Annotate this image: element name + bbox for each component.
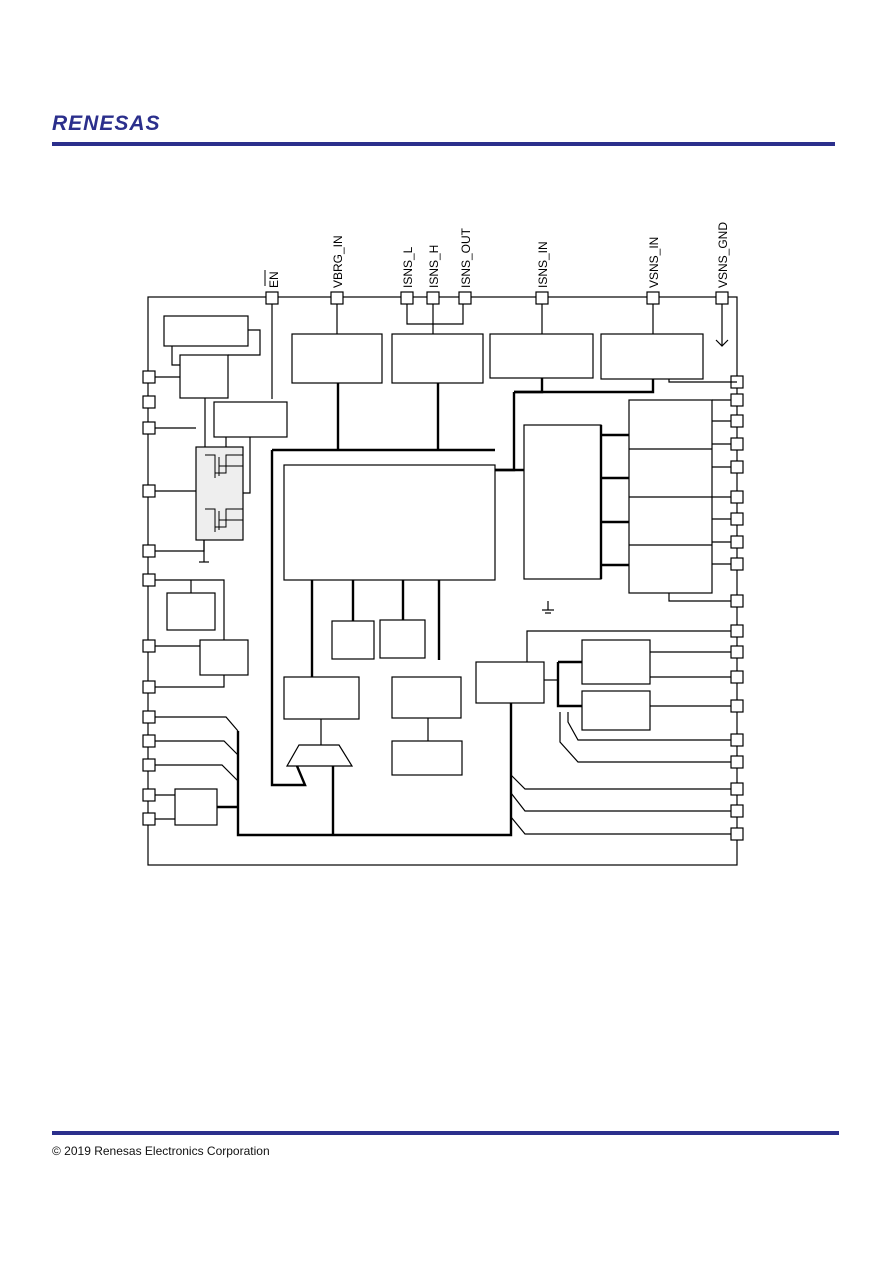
label-isns-l: ISNS_L xyxy=(401,246,415,288)
copyright-text: © 2019 Renesas Electronics Corporation xyxy=(52,1144,270,1158)
block-interface xyxy=(475,661,545,704)
renesas-logo: RENESAS xyxy=(52,112,161,133)
block-ref2 xyxy=(391,740,463,776)
pin-vsns-in xyxy=(646,291,660,305)
left-pins xyxy=(142,370,156,826)
block-mux xyxy=(523,424,602,580)
block-small-b xyxy=(379,619,426,659)
block-left-mid1 xyxy=(166,592,216,631)
block-diagram: EN VBRG_IN ISNS_L ISNS_H ISNS_OUT ISNS_I… xyxy=(142,222,744,866)
label-isns-in: ISNS_IN xyxy=(536,241,550,288)
pin-vbrg-in xyxy=(330,291,344,305)
block-top-left xyxy=(163,315,249,347)
label-isns-h: ISNS_H xyxy=(427,245,441,288)
label-vsns-in: VSNS_IN xyxy=(647,237,661,288)
pin-isns-in xyxy=(535,291,549,305)
block-vbrg xyxy=(291,333,383,384)
pin-vsns-gnd xyxy=(715,291,729,305)
block-adc xyxy=(283,676,360,720)
renesas-logo-text: RENESAS xyxy=(52,112,161,133)
block-left-mid2 xyxy=(199,639,249,676)
label-isns-out: ISNS_OUT xyxy=(459,227,473,288)
block-small-a xyxy=(331,620,375,660)
block-ref xyxy=(391,676,462,719)
block-left-bottom xyxy=(174,788,218,826)
block-if-a xyxy=(581,639,651,685)
pin-isns-out xyxy=(458,291,472,305)
label-vbrg-in: VBRG_IN xyxy=(331,235,345,288)
block-isns-in xyxy=(489,333,594,379)
block-isns-amp xyxy=(391,333,484,384)
block-left-small xyxy=(179,354,229,399)
block-core xyxy=(283,464,496,581)
pin-isns-h xyxy=(426,291,440,305)
block-if-b xyxy=(581,690,651,731)
pin-isns-l xyxy=(400,291,414,305)
footer-rule xyxy=(52,1131,839,1135)
block-en-logic xyxy=(213,401,288,438)
block-adc-mux xyxy=(285,744,354,767)
right-pins xyxy=(730,375,744,841)
pin-en xyxy=(265,291,279,305)
block-vsns xyxy=(600,333,704,380)
label-vsns-gnd: VSNS_GND xyxy=(716,222,730,288)
label-en: EN xyxy=(267,271,281,288)
header-rule xyxy=(52,142,835,146)
